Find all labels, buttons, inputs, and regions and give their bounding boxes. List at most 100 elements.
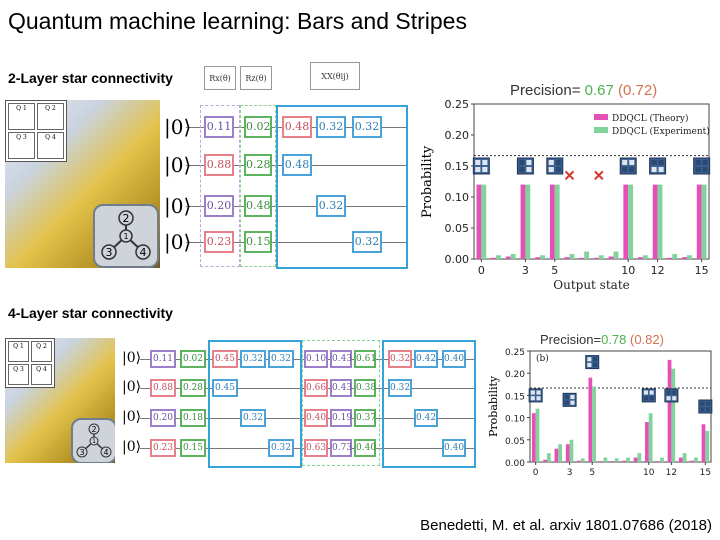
pattern-marker-cell [672, 390, 677, 395]
rz-column-frame [240, 105, 276, 267]
gate: 0.40 [442, 439, 466, 457]
pattern-marker-cell [475, 159, 481, 166]
gate: 0.38 [354, 379, 376, 397]
pattern-marker-cell [700, 407, 705, 412]
bar [579, 257, 585, 259]
pattern-marker-cell [658, 166, 664, 173]
y-tick-label: 0.05 [505, 437, 525, 447]
citation: Benedetti, M. et al. arxiv 1801.07686 (2… [420, 517, 712, 534]
gate: 0.40 [354, 439, 376, 457]
gate: 0.11 [150, 350, 176, 368]
precision-label: Precision= [510, 82, 581, 99]
bar [690, 460, 695, 462]
gate: 0.15 [180, 439, 206, 457]
pattern-marker-cell [666, 390, 671, 395]
bar [520, 184, 526, 259]
pattern-marker-icon [619, 157, 637, 175]
gate: 0.40 [442, 350, 466, 368]
gate: 0.42 [414, 409, 438, 427]
star-graph: 2 1 3 4 [101, 210, 151, 260]
gate: 0.45 [212, 379, 238, 397]
bar [546, 453, 551, 462]
bar [622, 460, 627, 462]
bar [633, 457, 638, 462]
qubit-cell: Q 2 [31, 341, 52, 362]
pattern-marker-cell [482, 159, 488, 166]
ket-zero: |0⟩ [164, 115, 192, 139]
rz-gate-q1: 0.02 [244, 116, 272, 138]
gate: 0.45 [212, 350, 238, 368]
bar [626, 457, 630, 462]
pattern-marker-cell [536, 390, 541, 395]
bar [491, 257, 497, 259]
x-tick-label: 15 [695, 264, 709, 277]
pattern-marker-cell [555, 166, 561, 173]
qubit-grid: Q 1 Q 2 Q 3 Q 4 [5, 100, 67, 162]
y-tick-label: 0.00 [445, 253, 470, 266]
legend-swatch-theory [594, 114, 608, 120]
y-tick-label: 0.15 [445, 160, 470, 173]
hardware-photo-2layer: Q 1 Q 2 Q 3 Q 4 2 1 3 4 [5, 100, 160, 268]
bar [565, 444, 570, 462]
pattern-marker-cell [530, 390, 535, 395]
y-tick-label: 0.10 [505, 415, 525, 425]
precision-experiment: (0.82) [630, 332, 664, 347]
bar [592, 386, 596, 462]
ket-zero: |0⟩ [164, 153, 192, 177]
plot-frame [473, 103, 710, 260]
section-heading-2layer: 2-Layer star connectivity [8, 70, 173, 86]
plot-frame [529, 350, 712, 463]
bar [584, 251, 590, 259]
xx-layer-frame [208, 340, 302, 468]
bar [564, 257, 570, 259]
gate: 0.23 [150, 439, 176, 457]
y-tick-label: 0.20 [505, 370, 525, 380]
pattern-marker-cell [622, 166, 628, 173]
star-node-label: 3 [106, 246, 113, 259]
pattern-marker-cell [564, 400, 569, 405]
bar [525, 184, 531, 259]
bar [623, 184, 629, 259]
x-tick-label: 10 [621, 264, 635, 277]
pattern-marker-icon [562, 392, 577, 407]
ket-zero: |0⟩ [122, 379, 142, 395]
precision-readout-4layer: Precision=0.78 (0.82) [540, 332, 664, 347]
bar [648, 413, 653, 462]
pattern-marker-cell [700, 401, 705, 406]
gate: 0.42 [414, 350, 438, 368]
legend-label-experiment: DDQCL (Experiment) [612, 126, 710, 137]
pattern-marker-cell [475, 166, 481, 173]
bar [682, 257, 687, 259]
qubit-grid: Q 1 Q 2 Q 3 Q 4 [5, 338, 55, 388]
pattern-marker-cell [651, 166, 657, 173]
bar [505, 256, 511, 259]
gate: 0.66 [304, 379, 328, 397]
y-tick-label: 0.25 [505, 348, 525, 358]
bar [682, 453, 687, 462]
rx-gate-q4: 0.23 [204, 231, 234, 253]
y-tick-label: 0.15 [505, 392, 525, 402]
pattern-marker-cell [548, 159, 554, 166]
star-node-label: 4 [103, 448, 108, 457]
precision-label: Precision= [540, 332, 602, 347]
gate: 0.32 [268, 439, 294, 457]
xx-gate-12-top: 0.48 [282, 116, 312, 138]
x-axis-label: Output state [553, 278, 630, 292]
star-connectivity-diagram: 2 1 3 4 [71, 418, 115, 463]
bar [558, 444, 563, 462]
bar [588, 377, 593, 462]
gate: 0.32 [240, 409, 266, 427]
bar [569, 439, 574, 462]
qubit-cell: Q 1 [8, 103, 35, 130]
x-tick-label: 15 [700, 468, 711, 478]
pattern-marker-icon [516, 157, 534, 175]
pattern-marker-cell [706, 407, 711, 412]
bar [686, 255, 692, 259]
bar [628, 184, 634, 259]
star-node-label: 1 [92, 438, 96, 445]
pattern-marker-cell [587, 357, 592, 362]
gate: 0.61 [354, 350, 376, 368]
pattern-marker-cell [649, 396, 654, 401]
ket-zero: |0⟩ [164, 194, 192, 218]
pattern-marker-icon [472, 157, 490, 175]
